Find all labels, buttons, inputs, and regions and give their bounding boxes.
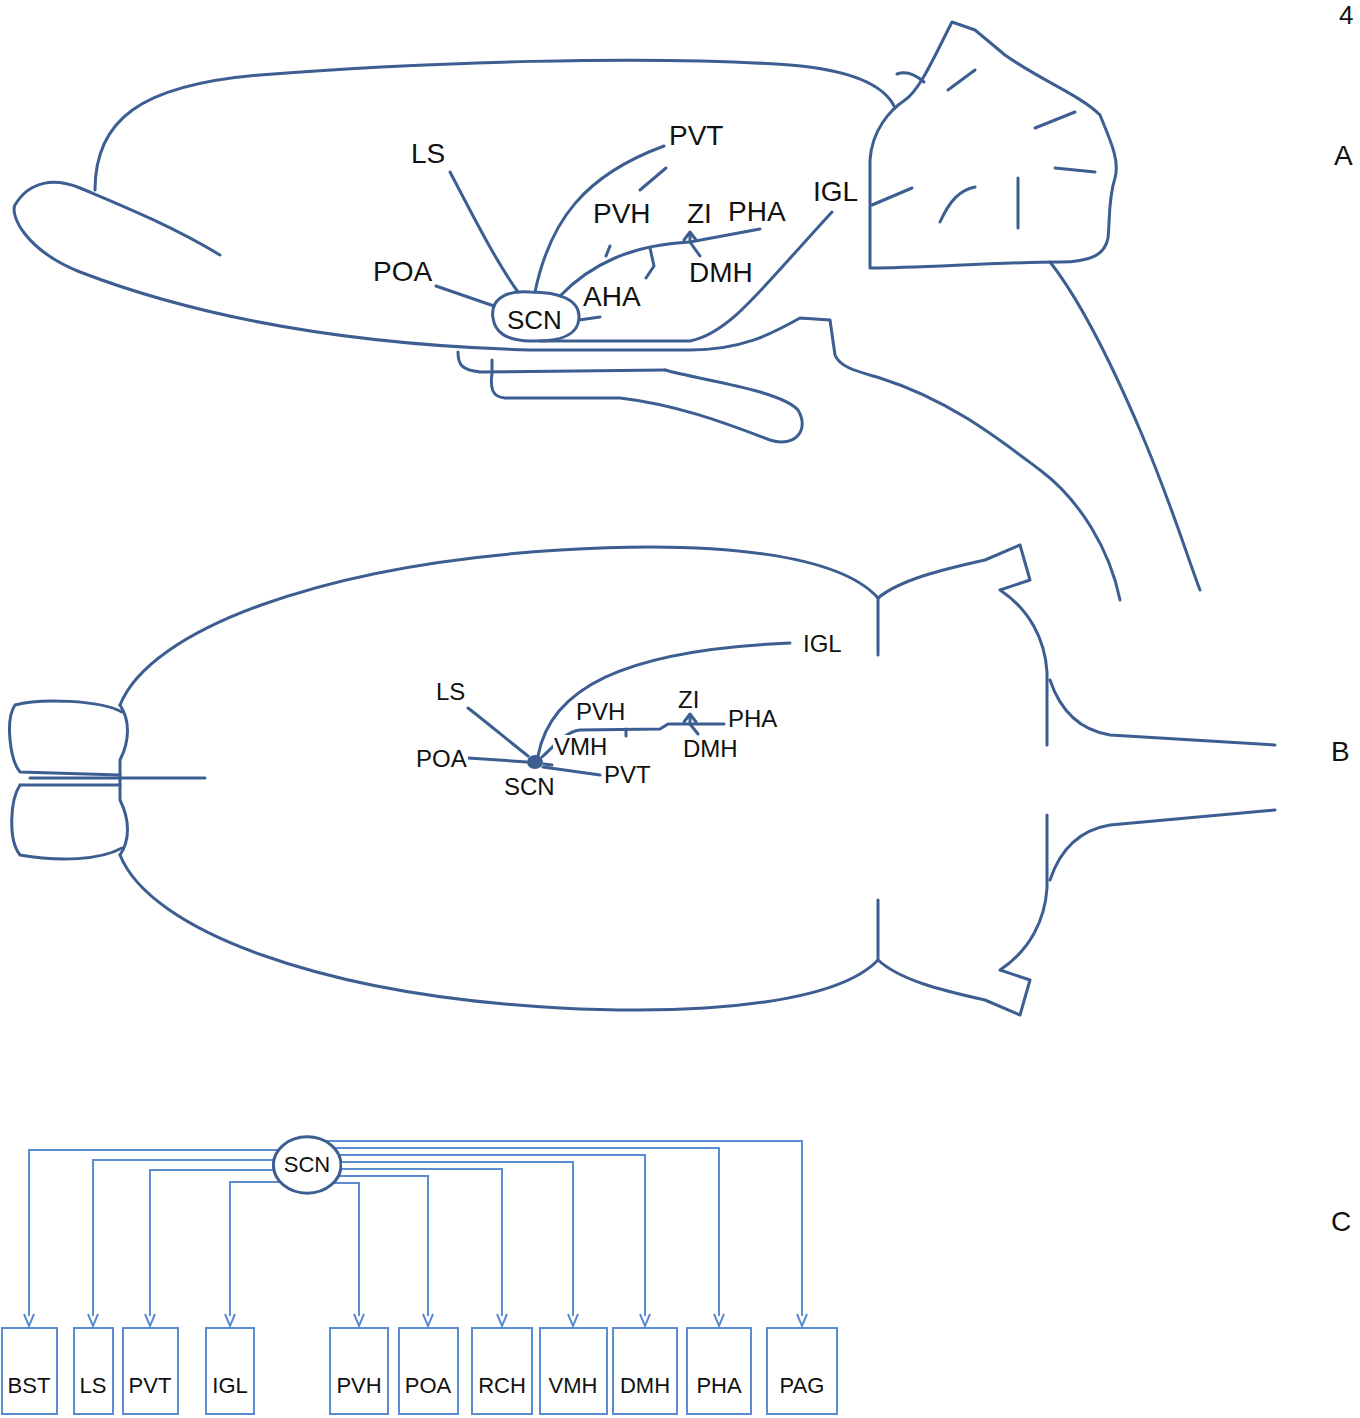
sagittal-brain <box>14 22 1200 600</box>
target-box: PAG <box>766 1327 838 1415</box>
region-name: PVH <box>336 1375 381 1397</box>
region-name: POA <box>405 1375 451 1397</box>
dorsal-brain <box>10 545 1275 1015</box>
region-label: VMH <box>553 735 608 759</box>
target-box: PHA <box>686 1327 752 1415</box>
panel-letter: B <box>1330 738 1351 766</box>
region-label: LS <box>410 140 446 168</box>
region-name: PVT <box>129 1375 172 1397</box>
region-name: DMH <box>620 1375 670 1397</box>
region-label: PVH <box>592 200 652 228</box>
projection-arrow <box>88 1160 274 1326</box>
target-box: PVH <box>329 1327 389 1415</box>
region-name: PHA <box>696 1375 741 1397</box>
panel-letter: A <box>1333 142 1354 170</box>
region-label: PHA <box>727 707 778 731</box>
region-label: PVT <box>668 122 724 150</box>
region-label: DMH <box>682 737 739 761</box>
target-box: PVT <box>122 1327 179 1415</box>
target-box: VMH <box>539 1327 608 1415</box>
page-number: 4 <box>1338 2 1354 28</box>
projection-arrow <box>24 1150 278 1326</box>
target-box: RCH <box>471 1327 533 1415</box>
region-label: DMH <box>688 259 754 287</box>
projection-arrow <box>338 1176 433 1326</box>
target-box: POA <box>398 1327 459 1415</box>
region-label: LS <box>435 680 466 704</box>
region-label: POA <box>415 747 468 771</box>
target-box: BST <box>1 1327 58 1415</box>
region-name: VMH <box>549 1375 598 1397</box>
projection-arrow <box>333 1183 364 1326</box>
region-label: ZI <box>686 200 713 228</box>
region-name: RCH <box>478 1375 526 1397</box>
sagittal-projections <box>436 146 832 341</box>
region-name: PAG <box>780 1375 825 1397</box>
region-label: IGL <box>802 632 843 656</box>
nucleus-name: SCN <box>284 1154 330 1176</box>
projection-arrow <box>340 1169 507 1326</box>
region-name: LS <box>80 1375 107 1397</box>
region-label: ZI <box>677 688 700 712</box>
target-box: DMH <box>612 1327 678 1415</box>
projection-arrow <box>325 1141 807 1326</box>
region-label: POA <box>372 258 433 286</box>
projection-arrow <box>145 1170 274 1326</box>
projection-arrow <box>334 1148 724 1326</box>
region-label: PHA <box>727 198 787 226</box>
region-label: SCN <box>506 307 563 333</box>
panel-letter: C <box>1330 1208 1352 1236</box>
dorsal-projections <box>468 643 790 775</box>
nucleus-circle: SCN <box>272 1135 342 1195</box>
region-name: BST <box>8 1375 51 1397</box>
region-label: PVH <box>575 700 626 724</box>
region-label: PVT <box>603 763 652 787</box>
region-name: IGL <box>212 1375 247 1397</box>
region-label: IGL <box>812 178 859 206</box>
target-box: LS <box>73 1327 114 1415</box>
target-box: IGL <box>205 1327 255 1415</box>
region-label: AHA <box>582 283 642 311</box>
projection-arrow <box>225 1182 280 1326</box>
projection-arrow <box>339 1155 650 1326</box>
projection-arrow <box>341 1162 578 1326</box>
region-label: SCN <box>503 775 556 799</box>
